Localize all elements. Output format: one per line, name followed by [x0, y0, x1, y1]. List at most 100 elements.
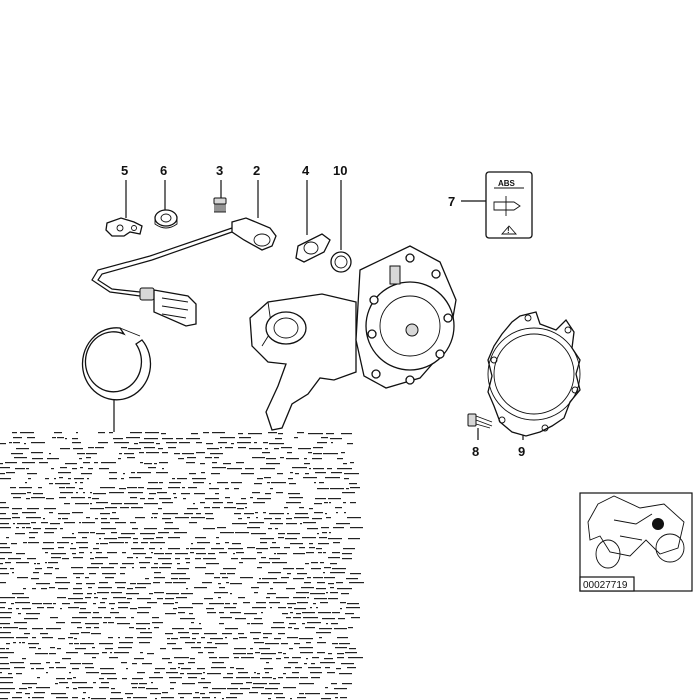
noise-dash [343, 502, 346, 504]
noise-dash [278, 607, 286, 609]
bolt-part-8[interactable] [467, 413, 493, 429]
noise-dash [270, 488, 273, 490]
noise-dash [41, 588, 47, 590]
callout-7[interactable]: 7 [448, 194, 455, 209]
noise-dash [153, 582, 160, 584]
noise-dash [257, 552, 262, 554]
noise-dash [290, 698, 292, 700]
noise-dash [332, 643, 338, 645]
abs-label-part-7[interactable]: ABS ! [485, 171, 533, 239]
noise-dash [194, 587, 207, 589]
noise-dash [15, 468, 25, 470]
noise-dash [163, 513, 178, 515]
noise-dash [10, 487, 16, 489]
noise-dash [133, 553, 146, 555]
noise-dash [314, 598, 327, 600]
o-ring-part-10[interactable] [330, 251, 352, 273]
noise-dash [274, 693, 283, 695]
noise-dash [212, 462, 217, 464]
noise-dash [304, 458, 307, 460]
noise-dash [321, 527, 329, 529]
noise-dash [12, 517, 20, 519]
callout-6[interactable]: 6 [160, 163, 167, 178]
noise-dash [323, 453, 338, 455]
noise-dash [260, 538, 274, 540]
noise-dash [198, 652, 203, 654]
noise-dash [189, 522, 197, 524]
noise-dash [217, 482, 228, 484]
noise-dash [322, 618, 335, 620]
noise-dash [341, 433, 352, 435]
noise-dash [11, 453, 23, 455]
callout-4[interactable]: 4 [302, 163, 310, 178]
noise-dash [137, 472, 151, 474]
noise-dash [174, 657, 189, 659]
noise-dash [143, 538, 154, 540]
noise-dash [338, 618, 345, 620]
noise-dash [55, 483, 70, 485]
noise-dash [154, 672, 160, 674]
noise-dash [250, 497, 253, 499]
noise-dash [275, 518, 281, 520]
callout-8[interactable]: 8 [472, 444, 479, 459]
noise-dash [308, 433, 323, 435]
noise-dash [223, 463, 231, 465]
retaining-ring[interactable] [81, 327, 152, 401]
noise-dash [257, 478, 263, 480]
noise-dash [233, 653, 246, 655]
noise-dash [314, 503, 322, 505]
noise-dash [176, 438, 183, 440]
noise-dash [69, 672, 71, 674]
noise-dash [324, 658, 333, 660]
noise-dash [17, 523, 30, 525]
noise-dash [123, 473, 125, 475]
noise-dash [111, 532, 117, 534]
noise-dash [202, 582, 212, 584]
sensor-ring-part-9[interactable] [487, 311, 581, 437]
noise-dash [213, 502, 223, 504]
noise-dash [71, 543, 73, 545]
noise-dash [22, 642, 25, 644]
noise-dash [140, 567, 146, 569]
noise-dash [218, 442, 227, 444]
noise-dash [274, 638, 281, 640]
noise-dash [317, 642, 326, 644]
noise-dash [98, 432, 105, 434]
final-drive-housing[interactable] [249, 245, 457, 431]
noise-dash [207, 612, 216, 614]
noise-dash [255, 512, 258, 514]
noise-dash [209, 692, 221, 694]
gasket-part-4[interactable] [295, 233, 331, 263]
noise-dash [194, 493, 205, 495]
screw-part-3[interactable] [213, 197, 227, 213]
noise-dash [170, 682, 176, 684]
noise-dash [328, 538, 342, 540]
noise-dash [23, 588, 26, 590]
noise-dash [79, 612, 91, 614]
noise-dash [32, 697, 44, 699]
abs-sensor-part-2[interactable] [91, 217, 277, 327]
callout-2[interactable]: 2 [253, 163, 260, 178]
noise-dash [208, 553, 215, 555]
noise-dash [25, 482, 27, 484]
noise-dash [223, 677, 233, 679]
noise-dash [109, 472, 117, 474]
noise-dash [70, 663, 81, 665]
noise-dash [207, 448, 219, 450]
noise-dash [80, 643, 94, 645]
bracket-part-5[interactable] [105, 217, 143, 237]
noise-dash [14, 457, 27, 459]
noise-dash [0, 607, 5, 609]
noise-dash [73, 688, 77, 690]
noise-dash [66, 687, 69, 689]
noise-dash [314, 512, 323, 514]
noise-dash [302, 537, 316, 539]
grommet-part-6[interactable] [154, 209, 178, 229]
noise-dash [152, 622, 163, 624]
callout-10[interactable]: 10 [333, 163, 347, 178]
callout-5[interactable]: 5 [121, 163, 128, 178]
callout-3[interactable]: 3 [216, 163, 223, 178]
noise-dash [162, 468, 164, 470]
callout-9[interactable]: 9 [518, 444, 525, 459]
noise-dash [212, 507, 220, 509]
